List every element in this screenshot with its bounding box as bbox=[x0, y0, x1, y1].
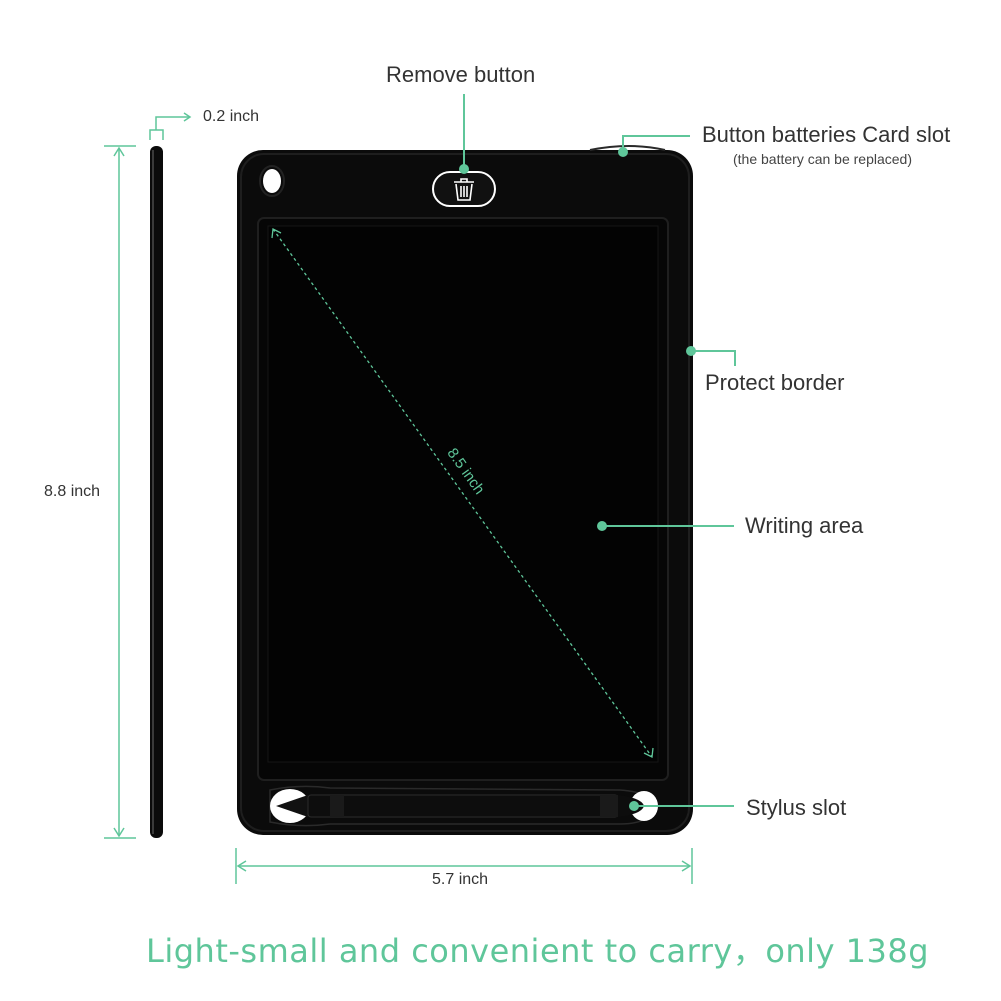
callout-protect-border bbox=[686, 346, 736, 366]
writing-area-label: Writing area bbox=[745, 513, 864, 538]
tablet-side-view bbox=[150, 146, 163, 838]
battery-slot-label: Button batteries Card slot bbox=[702, 122, 951, 147]
thickness-bracket bbox=[149, 112, 192, 140]
thickness-label: 0.2 inch bbox=[203, 108, 260, 125]
tagline: Light-small and convenient to carry，only… bbox=[146, 932, 930, 970]
stylus-pen bbox=[276, 794, 644, 818]
hanging-hole bbox=[263, 169, 281, 193]
height-label: 8.8 inch bbox=[44, 483, 101, 500]
callout-writing-area bbox=[597, 521, 734, 531]
trash-icon bbox=[454, 178, 474, 201]
tablet-side-highlight bbox=[152, 150, 154, 834]
callout-remove-button bbox=[459, 94, 469, 174]
width-label: 5.7 inch bbox=[432, 871, 489, 888]
remove-button-label: Remove button bbox=[386, 62, 536, 87]
protect-border-label: Protect border bbox=[705, 370, 845, 395]
width-dimension-line bbox=[235, 848, 693, 884]
height-dimension-line bbox=[104, 145, 136, 839]
battery-note-label: (the battery can be replaced) bbox=[733, 151, 912, 167]
remove-button[interactable] bbox=[432, 171, 496, 207]
battery-slot-bump bbox=[589, 145, 666, 151]
diagonal-dimension-line bbox=[271, 228, 654, 758]
callout-battery-slot bbox=[618, 135, 690, 157]
callout-stylus-slot bbox=[629, 801, 734, 811]
stylus-slot-label: Stylus slot bbox=[746, 795, 847, 820]
